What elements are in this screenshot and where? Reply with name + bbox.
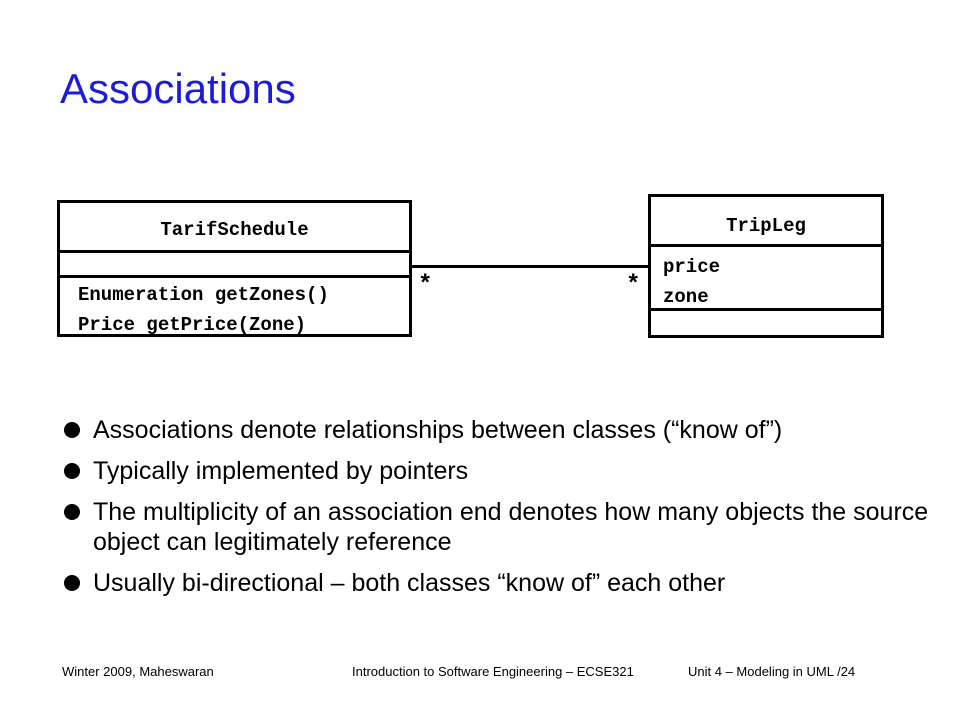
operation-get-zones: Enumeration getZones()	[78, 284, 329, 306]
footer-right: Unit 4 – Modeling in UML /24	[688, 664, 856, 679]
bullet-list: Associations denote relationships betwee…	[60, 415, 940, 609]
bullet-text: The multiplicity of an association end d…	[93, 498, 929, 556]
association-line	[410, 265, 650, 268]
tarif-schedule-class-name: TarifSchedule	[60, 203, 409, 253]
bullet-dot-icon	[64, 463, 80, 479]
bullet-item: Associations denote relationships betwee…	[60, 415, 940, 445]
bullet-dot-icon	[64, 575, 80, 591]
bullet-item: The multiplicity of an association end d…	[60, 497, 940, 557]
bullet-dot-icon	[64, 504, 80, 520]
trip-leg-operations	[651, 311, 881, 338]
bullet-text: Typically implemented by pointers	[93, 457, 469, 485]
operation-get-price: Price getPrice(Zone)	[78, 314, 307, 336]
bullet-text: Associations denote relationships betwee…	[93, 416, 783, 444]
footer-left: Winter 2009, Maheswaran	[62, 664, 214, 679]
trip-leg-attributes: price zone	[651, 247, 881, 311]
footer-center: Introduction to Software Engineering – E…	[352, 664, 634, 679]
trip-leg-class-name: TripLeg	[651, 197, 881, 247]
tarif-schedule-attributes	[60, 253, 409, 278]
slide-title: Associations	[60, 65, 296, 112]
left-multiplicity: *	[418, 272, 433, 299]
tarif-schedule-operations: Enumeration getZones() Price getPrice(Zo…	[60, 278, 409, 340]
attribute-zone: zone	[663, 286, 709, 308]
bullet-item: Usually bi-directional – both classes “k…	[60, 568, 940, 598]
bullet-item: Typically implemented by pointers	[60, 456, 940, 486]
bullet-text: Usually bi-directional – both classes “k…	[93, 569, 726, 597]
bullet-dot-icon	[64, 422, 80, 438]
attribute-price: price	[663, 256, 721, 278]
right-multiplicity: *	[626, 272, 641, 299]
trip-leg-class: TripLeg price zone	[648, 194, 884, 338]
tarif-schedule-class: TarifSchedule Enumeration getZones() Pri…	[57, 200, 412, 337]
